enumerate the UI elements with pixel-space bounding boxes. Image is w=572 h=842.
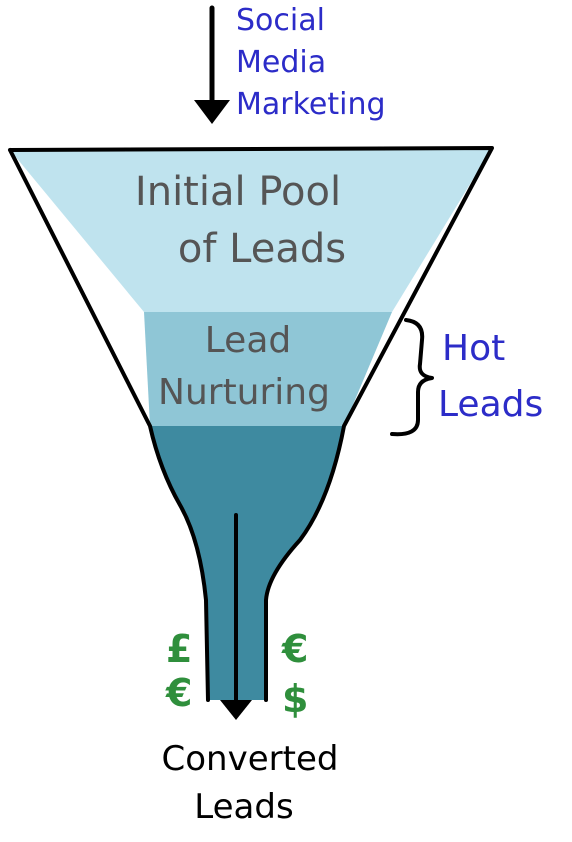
middle-section-line-2: Nurturing <box>158 372 330 413</box>
output-label-line-1: Converted <box>162 739 339 779</box>
hot-leads-brace <box>390 318 434 437</box>
side-label-line-2: Leads <box>438 384 543 425</box>
euro-symbol-left: € <box>165 671 192 715</box>
middle-section-text: Lead Nurturing <box>158 320 330 413</box>
input-arrow <box>194 5 230 124</box>
funnel-middle-section <box>144 312 392 426</box>
top-section-text: Initial Pool of Leads <box>135 169 346 272</box>
output-arrow <box>220 513 252 720</box>
pound-symbol: £ <box>166 627 192 671</box>
side-label: Hot Leads <box>438 328 543 425</box>
input-label-line-2: Media <box>236 45 326 80</box>
currency-symbols: £ € € $ <box>165 627 308 721</box>
input-label-line-3: Marketing <box>236 87 386 122</box>
input-label: Social Media Marketing <box>236 3 386 122</box>
funnel-top-section <box>10 148 492 312</box>
euro-symbol-right: € <box>281 627 308 671</box>
funnel-outline <box>8 146 494 702</box>
funnel-bottom-section <box>150 426 344 700</box>
top-section-line-1: Initial Pool <box>135 169 341 215</box>
output-label: Converted Leads <box>162 739 339 827</box>
output-label-line-2: Leads <box>194 787 293 827</box>
top-section-line-2: of Leads <box>178 226 346 272</box>
dollar-symbol: $ <box>282 677 308 721</box>
input-label-line-1: Social <box>236 3 325 38</box>
side-label-line-1: Hot <box>442 328 505 369</box>
funnel <box>8 146 494 702</box>
middle-section-line-1: Lead <box>205 320 291 361</box>
